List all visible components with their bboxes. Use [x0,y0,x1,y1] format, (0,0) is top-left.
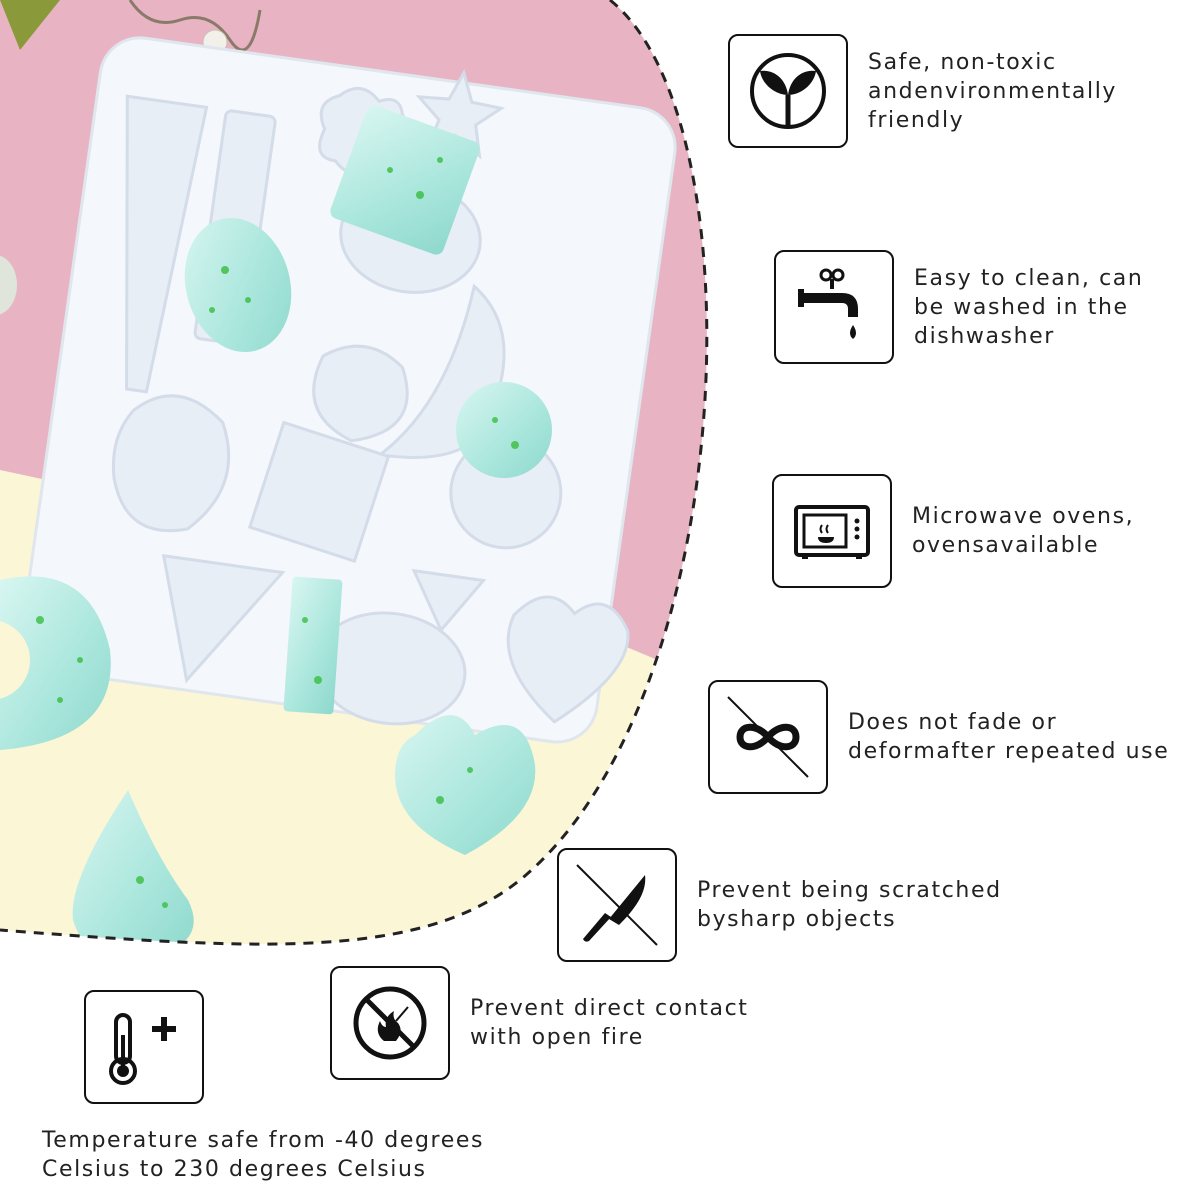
feature-scratch-resistant: Prevent being scratched bysharp objects [557,848,1002,962]
photo-background [0,0,707,945]
no-fire-icon [353,986,427,1060]
feature-no-open-fire: Prevent direct contact with open fire [330,966,749,1080]
icon-box [330,966,450,1080]
feature-easy-clean: Easy to clean, can be washed in the dish… [774,250,1143,364]
feature-eco-friendly: Safe, non-toxic andenvironmentally frien… [728,34,1117,148]
dashed-arc [0,0,709,946]
infinity-crossed-icon [727,696,809,778]
icon-box [774,250,894,364]
feature-text: Prevent being scratched bysharp objects [697,878,1002,932]
faucet-icon [798,268,858,339]
feature-text: Prevent direct contact with open fire [470,996,749,1050]
icon-box [557,848,677,962]
feature-text: Microwave ovens, ovensavailable [912,504,1135,558]
leaf-sprout-icon [750,53,826,129]
icon-box [84,990,204,1104]
thermometer-plus-icon [109,1013,176,1085]
icon-box [772,474,892,588]
feature-text: Does not fade or deformafter repeated us… [848,710,1170,764]
feature-microwave: Microwave ovens, ovensavailable [772,474,1134,588]
microwave-icon [794,505,870,559]
knife-crossed-icon [576,864,658,946]
feature-text: Safe, non-toxic andenvironmentally frien… [868,49,1118,133]
feature-text: Temperature safe from -40 degrees Celsiu… [42,1128,485,1182]
icon-box [728,34,848,148]
resin-pieces [0,105,552,945]
icon-box [708,680,828,794]
feature-no-fade: Does not fade or deformafter repeated us… [708,680,1169,794]
feature-temperature: Temperature safe from -40 degrees Celsiu… [42,990,484,1184]
feature-text: Easy to clean, can be washed in the dish… [914,265,1144,349]
